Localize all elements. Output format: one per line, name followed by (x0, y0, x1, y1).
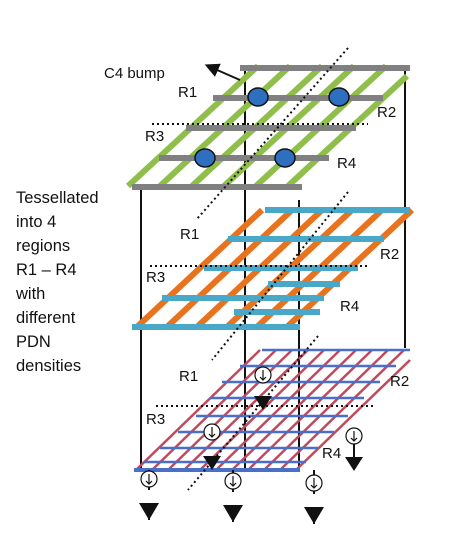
bottom-gridlines (135, 349, 411, 471)
description-line: into 4 (16, 213, 57, 231)
description-line: regions (16, 237, 71, 255)
ground-icon (345, 457, 363, 471)
top-rails (132, 65, 410, 190)
bottom-region-r4: R4 (322, 445, 341, 462)
c4-bump (194, 148, 216, 168)
description-line: with (16, 285, 46, 303)
top-region-r1: R1 (178, 84, 197, 101)
top-layer: R1 R2 R3 R4 (125, 63, 410, 190)
callout-arrow (204, 63, 241, 81)
ground-icon (223, 505, 243, 522)
ground-icon (254, 396, 272, 410)
middle-region-r1: R1 (180, 226, 199, 243)
middle-region-r4: R4 (340, 298, 359, 315)
c4-bump (247, 87, 269, 107)
ground-icon (304, 507, 324, 524)
description-line: densities (16, 357, 82, 375)
bottom-region-r1: R1 (179, 368, 198, 385)
bottom-region-r3: R3 (146, 411, 165, 428)
middle-layer: R1 R2 R3 R4 (132, 207, 415, 330)
diagonal-dividers (187, 47, 349, 491)
middle-region-r2: R2 (380, 246, 399, 263)
description-line: R1 – R4 (16, 261, 77, 279)
c4-bump-label: C4 bump (104, 65, 165, 82)
top-region-r3: R3 (145, 128, 164, 145)
c4-bumps (194, 87, 350, 168)
post-terminals (139, 470, 324, 524)
middle-rails (132, 207, 410, 330)
ground-icon (139, 503, 159, 520)
bottom-rails (144, 348, 410, 464)
c4-bump (274, 148, 296, 168)
middle-region-r3: R3 (146, 269, 165, 286)
bottom-layer: R1 R2 R3 R4 (134, 348, 411, 472)
description-line: Tessellated (16, 189, 99, 207)
top-region-r4: R4 (337, 155, 356, 172)
description-text: Tessellated into 4 regions R1 – R4 with … (16, 186, 146, 378)
top-region-r2: R2 (377, 104, 396, 121)
description-line: different (16, 309, 76, 327)
bottom-region-r2: R2 (390, 373, 409, 390)
c4-bump (328, 87, 350, 107)
description-line: PDN (16, 333, 51, 351)
